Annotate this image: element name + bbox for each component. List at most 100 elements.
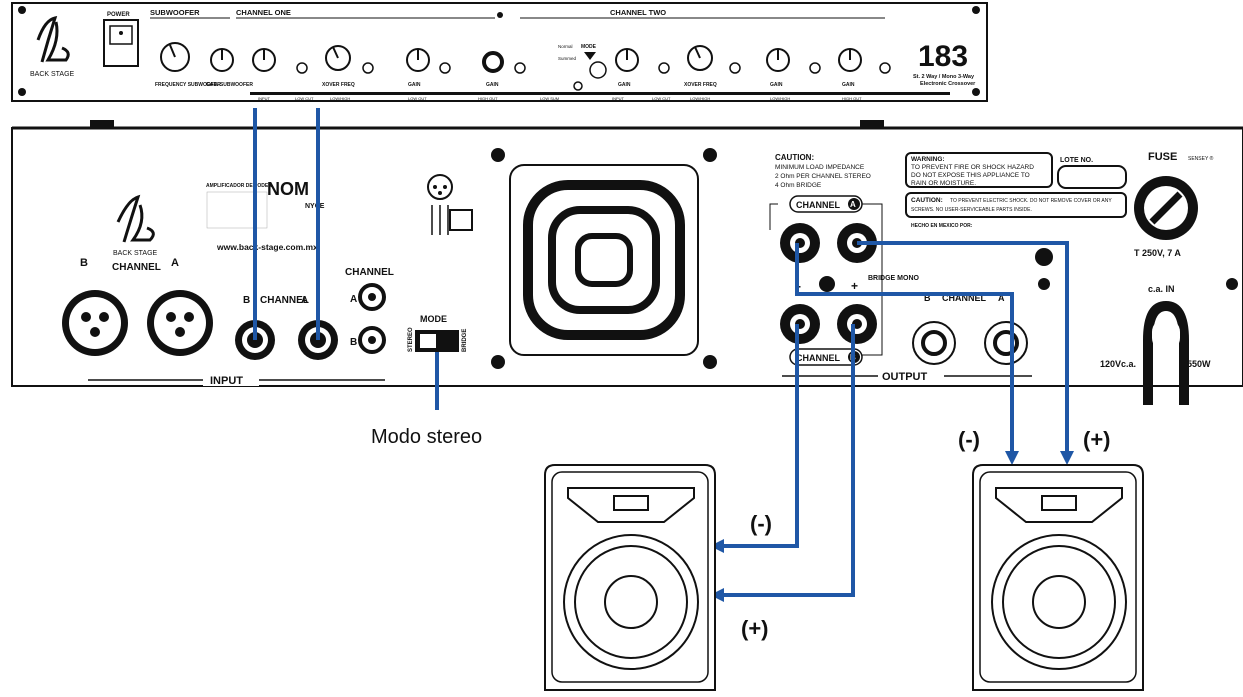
ch1-lowcut-button[interactable]: [296, 62, 308, 74]
subwoofer-header: SUBWOOFER: [150, 8, 200, 17]
rack-screw: [972, 88, 980, 96]
speaker-left: [544, 464, 716, 691]
output-plus-sign: +: [851, 279, 858, 293]
ch2-lowcut-label: LOW CUT: [652, 96, 671, 101]
output-section-label: OUTPUT: [882, 371, 928, 383]
output-center-post: [819, 276, 835, 292]
gain-subwoofer-label: GAIN SUBWOOFER: [206, 82, 253, 88]
label-strip: [250, 92, 950, 95]
ch2-lowhigh2-label: LOW/HIGH: [770, 96, 790, 101]
ch1-highout-label: HIGH OUT: [478, 96, 498, 101]
rca-channel-label: CHANNEL: [345, 267, 394, 278]
frequency-label: FREQUENCY SUBWOOFER: [155, 82, 221, 88]
warning-line-2: DO NOT EXPOSE THIS APPLIANCE TO: [911, 172, 1030, 179]
xlr-channel-label: CHANNEL: [112, 262, 161, 273]
sensey-label: SENSEY ®: [1188, 155, 1214, 162]
crossover-unit: BACK STAGE POWER SUBWOOFER CHANNEL ONE C…: [11, 2, 988, 102]
ch2-high-gain-label: GAIN: [842, 82, 855, 88]
ch2-highout-label: HIGH OUT: [842, 96, 862, 101]
cooling-fan: [491, 148, 717, 369]
xlr-b-label: B: [80, 257, 88, 269]
ch2-high-phase-button[interactable]: [879, 62, 891, 74]
amp-website: www.back-stage.com.mx: [216, 242, 318, 252]
ch1-low-phase-button[interactable]: [439, 62, 451, 74]
wire-left-minus: [722, 324, 799, 548]
rack-screw: [18, 6, 26, 14]
left-minus-label: (-): [750, 511, 772, 536]
amp-mode-label: MODE: [420, 314, 447, 324]
ch1-high-gain-knob[interactable]: [482, 51, 504, 73]
ch2-input-label: INPUT: [612, 96, 625, 101]
stereo-label: STEREO: [408, 327, 414, 352]
amp-mode-switch-group: MODE STEREO BRIDGE: [408, 314, 468, 352]
caution-line-2: 2 Ohm PER CHANNEL STEREO: [775, 173, 871, 180]
caution-title: CAUTION:: [775, 153, 814, 162]
warning-line-3: RAIN OR MOISTURE.: [911, 180, 976, 187]
ch1-x10-button[interactable]: [362, 62, 374, 74]
fuse-rating: T 250V, 7 A: [1134, 248, 1181, 258]
channel-two-header: CHANNEL TWO: [610, 8, 666, 17]
left-plus-label: (+): [741, 616, 769, 641]
ch1-high-gain-label: GAIN: [486, 82, 499, 88]
amp-spec-text: AMPLIFICADOR DE PODER: [206, 183, 272, 189]
ch1-lowcut-label: LOW CUT: [295, 96, 314, 101]
caution-box-line-2: SCREWS. NO USER-SERVICEABLE PARTS INSIDE…: [911, 207, 1032, 213]
ch2-lowhigh-label: LOW/HIGH: [690, 96, 710, 101]
ch1-high-phase-button[interactable]: [514, 62, 526, 74]
summed-label: Summed: [558, 56, 577, 61]
wire-left-plus: [722, 324, 855, 597]
warning-box: [905, 152, 1053, 188]
ch1-low-gain-label: GAIN: [408, 82, 421, 88]
mode-switch[interactable]: [589, 61, 607, 79]
power-rating-right: 550W: [1187, 359, 1211, 369]
warning-line-1: TO PREVENT FIRE OR SHOCK HAZARD: [911, 164, 1034, 171]
caution-box-title: CAUTION:: [911, 197, 943, 204]
caution-line-3: 4 Ohm BRIDGE: [775, 182, 822, 189]
ca-in-label: c.a. IN: [1148, 284, 1175, 294]
rack-screw: [972, 6, 980, 14]
ch2-xover-label: XOVER FREQ: [684, 82, 717, 88]
input-xlr-jacks: B CHANNEL A: [62, 257, 213, 356]
warning-title: WARNING:: [911, 156, 945, 163]
ch1-lowhigh-label: LOW/HIGH: [330, 96, 350, 101]
xlr-a-label: A: [171, 257, 179, 269]
power-led: [119, 31, 123, 35]
signal-wires: [253, 108, 439, 410]
amp-logo: BACK STAGE: [113, 194, 158, 257]
input-section-label: INPUT: [210, 375, 243, 387]
ch2-x10-button[interactable]: [729, 62, 741, 74]
xlr-pinout-icon: [427, 174, 473, 235]
speakon-a-label: A: [998, 293, 1005, 303]
mode-led: [573, 81, 583, 91]
lote-label: LOTE NO.: [1060, 157, 1093, 164]
ch1-input-label: INPUT: [258, 96, 271, 101]
model-number: 183: [918, 40, 968, 73]
amplifier-rear-panel: BACK STAGE AMPLIFICADOR DE PODER NOM NYC…: [11, 120, 1243, 405]
mode-label: MODE: [581, 44, 597, 50]
speaker-right: [972, 464, 1144, 691]
low-sum-label: LOW SUM: [540, 96, 559, 101]
speakon-channel-label: CHANNEL: [942, 293, 987, 303]
power-rating-left: 120Vc.a.: [1100, 359, 1136, 369]
ch2-low-gain-label: GAIN: [770, 82, 783, 88]
ch2-lowcut-button[interactable]: [658, 62, 670, 74]
caution-box-line-1: TO PREVENT ELECTRIC SHOCK. DO NOT REMOVE…: [950, 198, 1112, 204]
ground-screw: [1035, 248, 1053, 266]
power-label: POWER: [107, 12, 130, 18]
normal-label: Normal: [558, 44, 573, 49]
speaker-wires: [710, 241, 1074, 602]
wire-right-plus: [857, 241, 1069, 452]
amp-mode-switch-knob[interactable]: [420, 334, 436, 348]
crossover-knobs: [160, 42, 891, 91]
fan-ring-inner: [575, 233, 633, 287]
jack-channel-label: CHANNEL: [260, 295, 309, 306]
right-plus-label: (+): [1083, 427, 1111, 452]
wire-right-minus: [795, 243, 1014, 452]
ch1-xover-label: XOVER FREQ: [322, 82, 355, 88]
model-desc-2: Electronic Crossover: [920, 81, 976, 87]
amp-brand-text: BACK STAGE: [113, 250, 158, 257]
ch2-low-phase-button[interactable]: [809, 62, 821, 74]
channel-b-tag: [789, 348, 863, 366]
crossover-brand-text: BACK STAGE: [30, 71, 75, 78]
